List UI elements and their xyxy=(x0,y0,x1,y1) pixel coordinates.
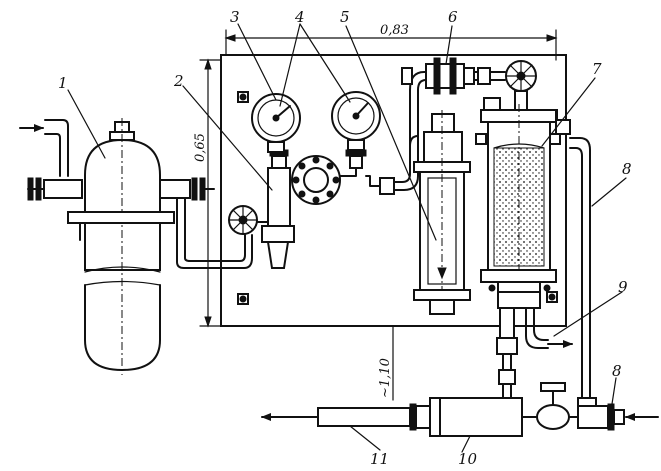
callout-label: 8 xyxy=(612,362,622,380)
bottom-line xyxy=(261,382,659,437)
panel-bolt xyxy=(237,293,249,305)
dimension-width-label: 0,83 xyxy=(380,23,409,38)
pressure-gauge-right xyxy=(331,91,381,169)
callout-label: 7 xyxy=(592,60,602,78)
panel-bolt xyxy=(237,91,249,103)
dimension-height-label: 0,65 xyxy=(193,133,208,162)
leader-lines xyxy=(67,23,627,453)
gas-cylinder xyxy=(27,118,215,375)
callout-label: 4 xyxy=(294,8,305,26)
callout-label: 11 xyxy=(370,450,389,468)
callout-label: 9 xyxy=(618,278,628,296)
dimension-length-label: ~1,10 xyxy=(378,358,393,398)
inlet-pipe xyxy=(19,119,69,177)
drain-pipe xyxy=(496,307,518,399)
flow-meter xyxy=(409,110,471,315)
callout-label: 5 xyxy=(340,8,350,26)
supply-pipe xyxy=(176,197,253,269)
callout-label: 1 xyxy=(58,74,68,92)
callout-label: 6 xyxy=(448,8,458,26)
regulator-outlet-pipe xyxy=(365,89,419,195)
absorber-column xyxy=(475,104,561,309)
callout-label: 8 xyxy=(622,160,632,178)
dimension-width xyxy=(224,29,558,61)
flange-valve xyxy=(289,155,357,205)
panel-bolt xyxy=(546,291,558,303)
top-manifold xyxy=(401,57,537,112)
callout-label: 3 xyxy=(230,8,240,26)
outlet-pipe xyxy=(525,307,573,349)
dimension-height xyxy=(199,58,222,328)
callout-label: 2 xyxy=(173,72,184,90)
callout-label: 10 xyxy=(458,450,478,468)
